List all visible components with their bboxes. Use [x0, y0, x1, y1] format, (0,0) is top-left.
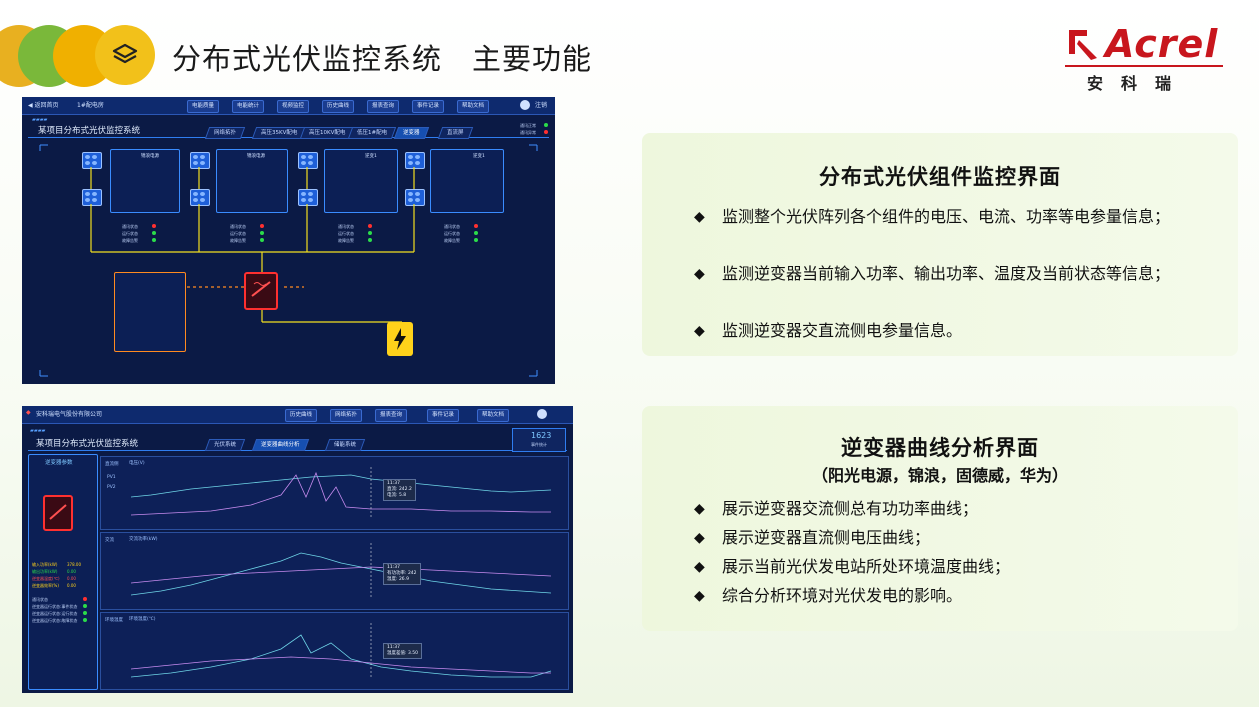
wiring-diagram	[39, 144, 538, 377]
inverter-data-panel: 锦浪电源	[216, 149, 288, 213]
diamond-bullet-icon: ◆	[694, 323, 705, 339]
logo-brand: Acrel	[1105, 22, 1219, 66]
logo-divider	[1065, 65, 1223, 67]
back-home-link[interactable]: ◀ 返回首页	[28, 102, 59, 109]
tab-inverter-curves[interactable]: 逆变器曲线分析	[251, 439, 309, 451]
box-title: 分布式光伏组件监控界面	[819, 165, 1061, 189]
company-name: 安科瑞电气股份有限公司	[36, 411, 103, 418]
nav-help[interactable]: 帮助文档	[477, 409, 510, 422]
inverter-curve-screenshot: ◆ 安科瑞电气股份有限公司 历史曲线 网络拓扑 报表查询 事件记录 帮助文档 ▰…	[22, 406, 573, 693]
acrel-logo-icon	[1069, 30, 1097, 60]
status-normal: 通讯正常	[520, 123, 536, 128]
company-logo-icon: ◆	[26, 409, 31, 416]
diamond-bullet-icon: ◆	[694, 530, 705, 546]
bullet-item: ◆监测整个光伏阵列各个组件的电压、电流、功率等电参量信息；	[694, 203, 1214, 231]
user-avatar-icon[interactable]	[520, 100, 530, 110]
layers-icon	[95, 25, 155, 85]
bullet-item: ◆展示当前光伏发电站所处环境温度曲线；	[694, 553, 1214, 581]
diamond-bullet-icon: ◆	[694, 209, 705, 225]
nav-events[interactable]: 事件记录	[412, 100, 445, 113]
top-nav-bar: ◆ 安科瑞电气股份有限公司 历史曲线 网络拓扑 报表查询 事件记录 帮助文档	[22, 406, 573, 424]
pv-module-icon	[405, 152, 425, 169]
inverter-icon	[43, 495, 73, 531]
inverter-icon	[244, 272, 278, 310]
feature-box-curves: 逆变器曲线分析界面 （阳光电源，锦浪，固德威，华为） ◆展示逆变器交流侧总有功功…	[642, 406, 1238, 631]
user-avatar-icon[interactable]	[537, 409, 547, 419]
feature-box-monitoring: 分布式光伏组件监控界面 ◆监测整个光伏阵列各个组件的电压、电流、功率等电参量信息…	[642, 133, 1238, 356]
inverter-summary-panel	[114, 272, 186, 352]
bullet-item: ◆综合分析环境对光伏发电的影响。	[694, 582, 1214, 610]
company-logo: Acrel 安科瑞	[1065, 22, 1225, 93]
inverter-param-panel: 逆变器参数 输入功率(kW)378.00 输出功率(kW)0.00 逆变器温度(…	[28, 454, 98, 690]
bullet-item: ◆展示逆变器直流侧电压曲线；	[694, 524, 1214, 552]
nav-reports[interactable]: 报表查询	[367, 100, 400, 113]
tab-storage[interactable]: 储能系统	[324, 439, 366, 451]
diamond-bullet-icon: ◆	[694, 501, 705, 517]
pv-module-icon	[190, 189, 210, 206]
bullet-item: ◆展示逆变器交流侧总有功功率曲线；	[694, 495, 1214, 523]
box-subtitle: （阳光电源，锦浪，固德威，华为）	[811, 466, 1068, 485]
pv-module-icon	[82, 189, 102, 206]
pv-module-icon	[82, 152, 102, 169]
inverter-data-panel: 逆变1	[430, 149, 504, 213]
pv-module-icon	[190, 152, 210, 169]
nav-video[interactable]: 视频监控	[277, 100, 310, 113]
system-title: 某项目分布式光伏监控系统	[38, 126, 141, 136]
nav-topology[interactable]: 网络拓扑	[330, 409, 363, 422]
pv-module-icon	[298, 152, 318, 169]
system-title: 某项目分布式光伏监控系统	[36, 439, 139, 449]
status-abnormal-dot	[544, 130, 548, 134]
inverter-data-panel: 逆变1	[324, 149, 398, 213]
nav-power-quality[interactable]: 电能质量	[187, 100, 220, 113]
bullet-item: ◆监测逆变器交直流侧电参量信息。	[694, 317, 1214, 345]
inverter-data-panel: 锦浪电源	[110, 149, 180, 213]
status-normal-dot	[544, 123, 548, 127]
nav-reports[interactable]: 报表查询	[375, 409, 408, 422]
diamond-bullet-icon: ◆	[694, 588, 705, 604]
page-title: 分布式光伏监控系统 主要功能	[172, 42, 593, 76]
tab-pv-system[interactable]: 光伏系统	[204, 439, 246, 451]
event-counter[interactable]: 1623 事件统计	[512, 428, 566, 452]
nav-events[interactable]: 事件记录	[427, 409, 460, 422]
bullet-item: ◆监测逆变器当前输入功率、输出功率、温度及当前状态等信息；	[694, 260, 1214, 288]
status-abnormal: 通讯异常	[520, 130, 536, 135]
logo-chinese: 安科瑞	[1087, 74, 1190, 93]
diamond-bullet-icon: ◆	[694, 559, 705, 575]
location-label: 1#配电房	[77, 102, 104, 109]
pv-monitor-screenshot: ◀ 返回首页 1#配电房 电能质量 电能统计 视频监控 历史曲线 报表查询 事件…	[22, 97, 555, 384]
nav-help[interactable]: 帮助文档	[457, 100, 490, 113]
battery-charger-icon	[387, 322, 413, 356]
top-nav-bar: ◀ 返回首页 1#配电房 电能质量 电能统计 视频监控 历史曲线 报表查询 事件…	[22, 97, 555, 115]
box-title: 逆变器曲线分析界面	[841, 436, 1039, 460]
pv-module-icon	[298, 189, 318, 206]
diamond-bullet-icon: ◆	[694, 266, 705, 282]
logout-link[interactable]: 注销	[535, 102, 548, 109]
nav-history[interactable]: 历史曲线	[285, 409, 318, 422]
nav-energy-stats[interactable]: 电能统计	[232, 100, 265, 113]
pv-module-icon	[405, 189, 425, 206]
nav-history[interactable]: 历史曲线	[322, 100, 355, 113]
